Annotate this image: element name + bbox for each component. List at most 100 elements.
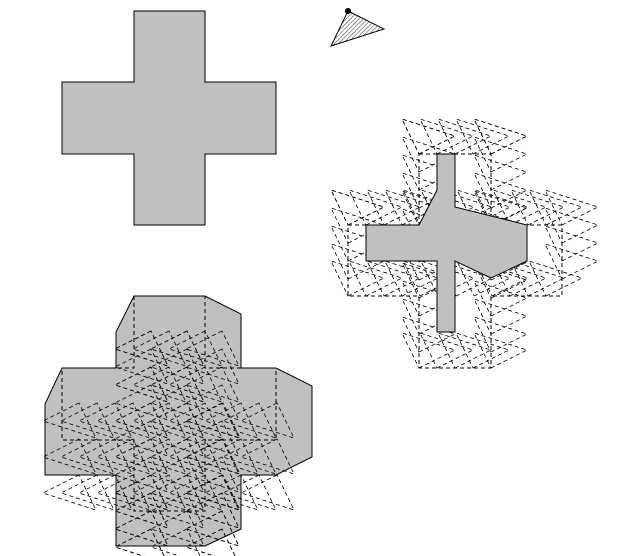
dashed-triangle [330, 260, 386, 297]
dashed-triangle [528, 189, 584, 226]
dashed-triangle [131, 474, 187, 511]
dashed-triangle [184, 456, 240, 493]
dashed-triangle [59, 474, 115, 511]
dashed-triangle [113, 330, 169, 367]
dashed-triangle [113, 510, 169, 547]
dashed-triangle [510, 189, 566, 226]
dashed-triangle [221, 402, 277, 439]
dashed-triangle [149, 402, 205, 439]
dashed-triangle [167, 438, 223, 475]
dashed-triangle [384, 189, 440, 226]
dashed-triangle [330, 225, 386, 262]
dashed-triangle [185, 474, 241, 511]
dashed-triangle [131, 438, 187, 475]
dashed-triangle [184, 348, 240, 385]
dashed-triangle [544, 189, 600, 226]
dashed-triangle [184, 366, 240, 403]
dashed-triangle [113, 438, 169, 475]
dashed-triangle [456, 189, 512, 226]
dashed-triangle [455, 332, 511, 369]
dashed-triangle [59, 438, 115, 475]
dashed-triangle [77, 438, 133, 475]
dashed-triangle [167, 474, 223, 511]
dashed-triangle [366, 260, 422, 297]
robot-triangle [330, 10, 386, 47]
dashed-triangle [41, 474, 97, 511]
dashed-triangle [149, 384, 205, 421]
dashed-triangle [184, 510, 240, 547]
dashed-triangle [77, 474, 133, 511]
dashed-triangle [184, 384, 240, 421]
shrunk-cross-group [330, 118, 600, 369]
dashed-triangle [149, 420, 205, 457]
dashed-triangle [113, 384, 169, 421]
dashed-triangle [401, 298, 457, 335]
dashed-triangle [401, 244, 457, 281]
dashed-triangle [131, 330, 187, 367]
dashed-triangle [510, 260, 566, 297]
dashed-triangle [473, 190, 529, 227]
dashed-triangle [348, 189, 404, 226]
dashed-triangle [113, 474, 169, 511]
dashed-triangle [203, 402, 259, 439]
dashed-triangle [239, 438, 295, 475]
dashed-triangle [473, 118, 529, 155]
dashed-triangle [473, 332, 529, 369]
dashed-triangle [437, 118, 493, 155]
dashed-triangle [131, 366, 187, 403]
dashed-triangle [113, 402, 169, 439]
dashed-triangle [401, 154, 457, 191]
dashed-triangle [95, 438, 151, 475]
dashed-triangle [184, 438, 240, 475]
dashed-triangle [185, 438, 241, 475]
dashed-triangle [473, 262, 529, 299]
dashed-triangle [184, 528, 236, 556]
dashed-triangle [401, 316, 457, 353]
dashed-triangle [131, 402, 187, 439]
dashed-triangle [167, 402, 223, 439]
dashed-triangle [149, 330, 205, 367]
dashed-triangle [528, 260, 584, 297]
dashed-triangle [221, 474, 277, 511]
dashed-triangle [456, 260, 512, 297]
dashed-triangle [544, 225, 600, 262]
dashed-triangle [366, 189, 422, 226]
dashed-triangle [113, 492, 169, 529]
dashed-triangle [473, 298, 529, 335]
dashed-triangle [473, 154, 529, 191]
dashed-triangle [239, 474, 295, 511]
grown-cross-group [41, 295, 313, 556]
dashed-triangle [330, 189, 386, 226]
dashed-triangle [77, 402, 133, 439]
dashed-triangle [184, 420, 240, 457]
dashed-triangle [473, 118, 529, 155]
dashed-triangle [167, 366, 223, 403]
dashed-triangle [95, 402, 151, 439]
dashed-triangle [113, 528, 165, 556]
dashed-triangle [401, 136, 457, 173]
dashed-triangle [149, 474, 205, 511]
dashed-triangle [167, 330, 223, 367]
dashed-triangle [59, 402, 115, 439]
original-cross-shape [61, 10, 277, 226]
dashed-triangle [402, 260, 458, 297]
dashed-triangle [330, 243, 386, 280]
dashed-triangle [384, 260, 440, 297]
dashed-triangle [184, 492, 240, 529]
dashed-triangle [419, 118, 475, 155]
dashed-triangle [113, 366, 169, 403]
dashed-triangle [149, 528, 201, 556]
dashed-triangle [149, 366, 205, 403]
dashed-triangle [184, 402, 240, 439]
dashed-triangle [149, 510, 205, 547]
dashed-triangle [184, 330, 240, 367]
dashed-triangle [492, 260, 548, 297]
dashed-triangle [420, 260, 476, 297]
dashed-triangle [95, 474, 151, 511]
grown-inner-cross-outline [61, 295, 277, 512]
dashed-triangle [474, 189, 530, 226]
dashed-triangle [473, 280, 529, 317]
dashed-triangle [544, 243, 600, 280]
